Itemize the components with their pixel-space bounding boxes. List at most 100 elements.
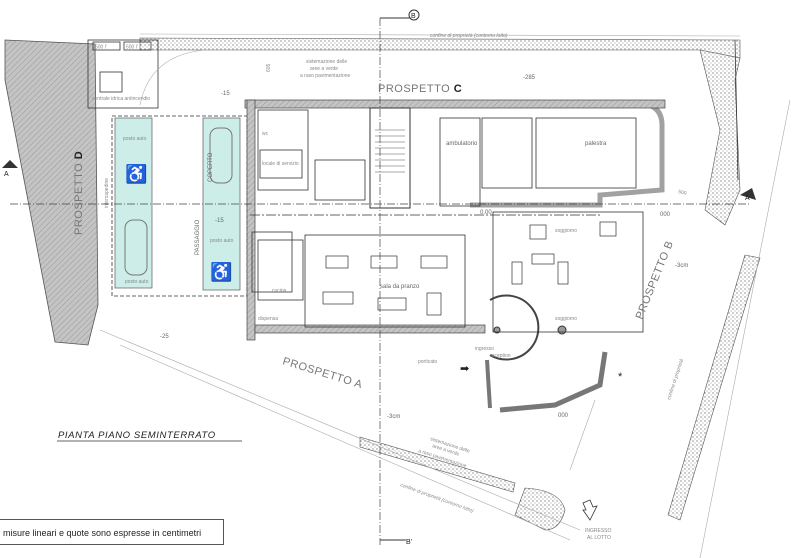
boundary-line-bottom bbox=[99, 329, 581, 531]
section-label-b: B bbox=[411, 13, 416, 20]
reception-curve-wall bbox=[489, 294, 540, 361]
reception-wall bbox=[485, 359, 492, 409]
west-wall bbox=[246, 99, 256, 341]
section-label-a: A bbox=[745, 195, 750, 202]
label-intercapedine: intercapedine bbox=[104, 178, 110, 208]
north-wall bbox=[244, 99, 666, 109]
room-label-locale: locale di servizio bbox=[262, 161, 299, 167]
water-tank bbox=[92, 41, 121, 51]
dining-tables bbox=[322, 255, 448, 316]
living-room bbox=[492, 211, 644, 333]
entrance-label: INGRESSO bbox=[585, 528, 612, 534]
dim-line bbox=[569, 399, 596, 471]
room-label-palestra: palestra bbox=[585, 141, 607, 147]
room-label-centrale: centrale idrica antincendio bbox=[92, 96, 150, 102]
label-prospetto-c-letter: C bbox=[454, 83, 462, 95]
star-marker: * bbox=[618, 371, 623, 383]
boundary-line-top bbox=[139, 33, 741, 37]
room-label-ingresso: ingresso bbox=[475, 346, 494, 352]
level-marker: -15 bbox=[221, 91, 230, 97]
room-label-dispensa: dispensa bbox=[258, 316, 278, 322]
entrance-arrow-icon bbox=[582, 499, 598, 521]
south-east-wall bbox=[499, 351, 608, 413]
car-icon bbox=[209, 127, 233, 184]
living-furniture bbox=[511, 221, 617, 285]
green-area-label: aree a verde bbox=[310, 66, 338, 72]
south-wall bbox=[254, 324, 486, 334]
level-marker: -25 bbox=[160, 334, 169, 340]
service-block bbox=[87, 39, 159, 109]
green-area-label: a raso pavimentazione bbox=[300, 73, 351, 79]
column bbox=[557, 325, 567, 335]
section-marker-b bbox=[408, 9, 420, 21]
label-prospetto-b: PROSPETTO B bbox=[634, 239, 676, 321]
parking-label: posto auto bbox=[123, 136, 147, 142]
room bbox=[251, 231, 293, 293]
label-prospetto-a: PROSPETTO A bbox=[281, 355, 364, 391]
level-marker: -3cm bbox=[675, 263, 688, 269]
driveway-curve bbox=[139, 49, 206, 106]
label-passaggio: PASSAGGIO bbox=[195, 219, 201, 255]
water-tank bbox=[123, 41, 152, 51]
room-label-soggiorno: soggiorno bbox=[555, 316, 577, 322]
room bbox=[257, 109, 309, 191]
stair-steps bbox=[375, 129, 405, 173]
section-arrow-a-left bbox=[2, 160, 18, 168]
room bbox=[439, 117, 481, 207]
room-label-reception: reception bbox=[490, 353, 511, 359]
room bbox=[535, 117, 637, 189]
room-label-soggiorno: soggiorno bbox=[555, 228, 577, 234]
dining-room bbox=[304, 234, 466, 328]
label-prospetto-d: PROSPETTO D bbox=[73, 151, 85, 235]
boundary-label-top: confine di proprietà (contorno lotto) bbox=[430, 33, 508, 39]
units-note: misure lineari e quote sono espresse in … bbox=[0, 519, 224, 545]
room bbox=[259, 149, 303, 179]
wheelchair-icon: ♿ bbox=[125, 163, 147, 184]
car-icon bbox=[124, 219, 148, 276]
parking-space-left bbox=[114, 117, 153, 289]
room-label-wc: wc bbox=[262, 131, 269, 137]
bathroom bbox=[314, 159, 366, 201]
label-prospetto-d-text: PROSPETTO bbox=[73, 163, 85, 235]
room-label-ambulatorio: ambulatorio bbox=[446, 141, 478, 147]
right-hatched-wall bbox=[734, 39, 739, 181]
boundary-line-bottom-2 bbox=[119, 344, 571, 541]
label-coperto: COPERTO bbox=[208, 152, 214, 182]
label-prospetto-d-letter: D bbox=[73, 151, 85, 159]
boundary-line-right bbox=[699, 99, 791, 558]
entrance-arrow-icon: ➡ bbox=[460, 363, 469, 375]
section-label-a: A bbox=[4, 171, 9, 178]
level-marker: 000 bbox=[558, 413, 569, 419]
room-label-cucina: cucina bbox=[272, 288, 287, 294]
tank-label: 500 l’ bbox=[95, 45, 107, 51]
section-label-b-prime: B' bbox=[406, 539, 412, 546]
label-prospetto-c-text: PROSPETTO bbox=[378, 83, 450, 95]
entrance-label: AL LOTTO bbox=[587, 535, 611, 541]
green-area-label: sistemazione delle bbox=[306, 59, 347, 65]
kitchen bbox=[257, 239, 304, 301]
right-diagonal-strip bbox=[667, 254, 761, 521]
dimension-label: 500 bbox=[678, 189, 688, 197]
bottom-green-blob bbox=[514, 487, 566, 531]
room-label-sala-da-pranzo: sala da pranzo bbox=[380, 284, 420, 290]
wheelchair-icon: ♿ bbox=[210, 261, 232, 282]
level-marker: 000 bbox=[660, 212, 671, 218]
drawing-title: PIANTA PIANO SEMINTERRATO bbox=[58, 430, 216, 441]
dimension-label: 605 bbox=[266, 63, 272, 72]
level-marker: -3cm bbox=[387, 414, 400, 420]
room-label-porticato: porticato bbox=[418, 359, 437, 365]
label-prospetto-c: PROSPETTO C bbox=[378, 83, 462, 95]
boundary-label-right: confine di proprietà bbox=[666, 358, 685, 401]
room bbox=[481, 117, 533, 189]
column bbox=[493, 326, 501, 334]
level-marker: 0.00 bbox=[480, 210, 492, 216]
right-green-strip bbox=[699, 49, 741, 226]
staircase bbox=[369, 107, 411, 209]
tank-label: 500 l’ bbox=[126, 45, 138, 51]
section-arrow-a-right bbox=[740, 188, 756, 200]
boundary-label-bottom: confine di proprietà (contorno lotto) bbox=[399, 482, 474, 514]
parking-label: posto auto bbox=[210, 238, 234, 244]
parking-label: posto auto bbox=[125, 279, 149, 285]
level-marker: -285 bbox=[523, 75, 536, 81]
